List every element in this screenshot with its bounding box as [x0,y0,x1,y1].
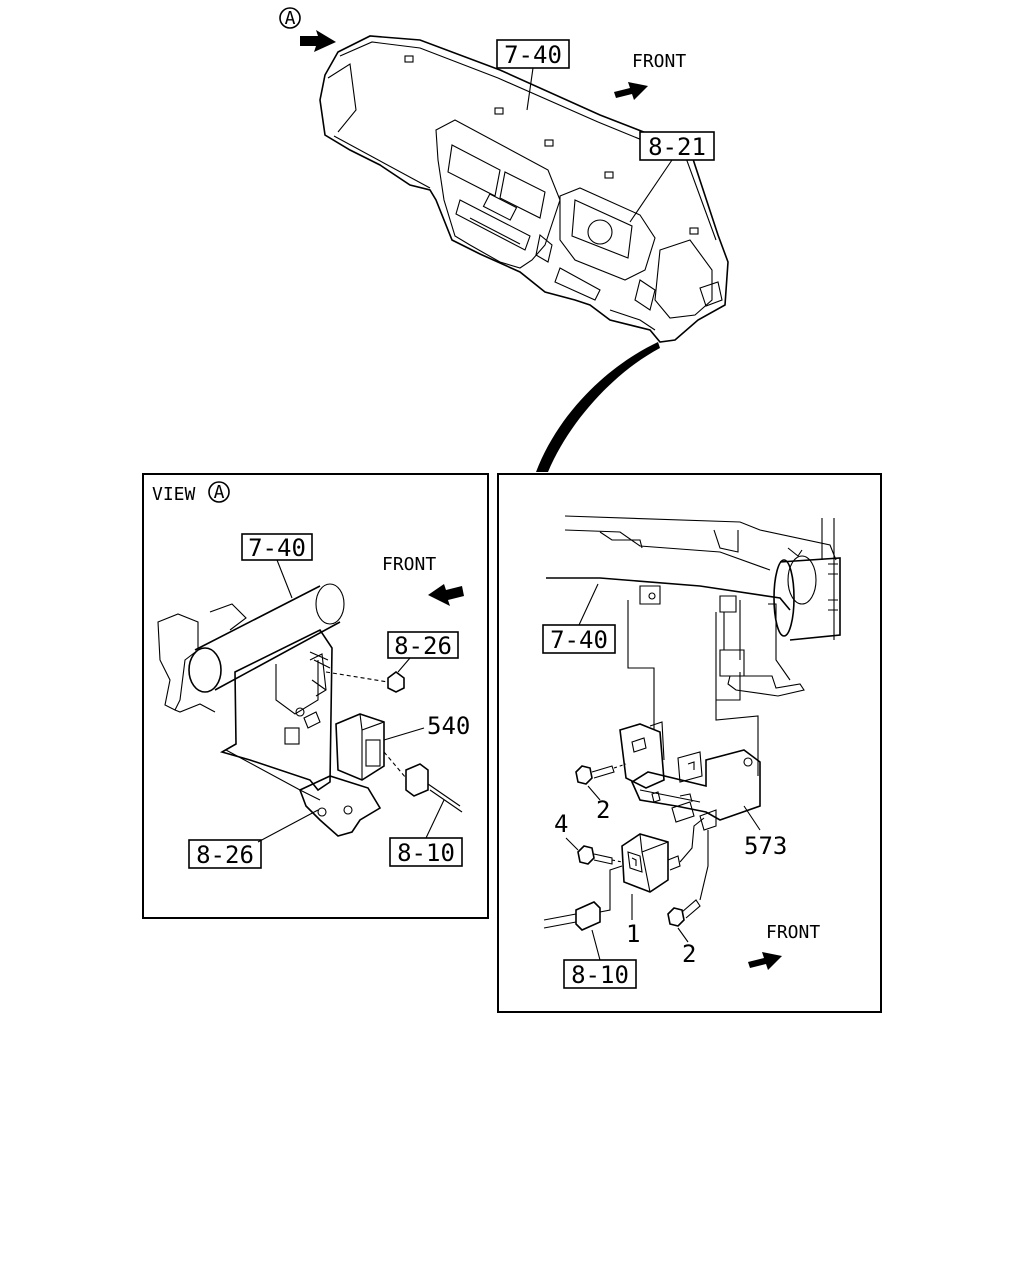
view-marker-top: A [279,7,301,29]
detail-pointer-arrow [536,342,660,472]
ref-label: 7-40 [504,41,562,69]
dashboard-overview: A 7-40 [279,7,729,343]
front-arrow-top [614,82,648,100]
view-title-marker: A [214,482,225,503]
part-number-4: 4 [554,810,568,838]
view-a-panel: VIEW A FRONT 7-40 [142,473,489,919]
ref-box-8-21: 8-21 [639,131,715,161]
ref-box-8-26-lower: 8-26 [188,839,262,869]
ref-label: 8-21 [648,133,706,161]
part-number-540: 540 [427,712,470,740]
ref-label: 8-26 [394,632,452,660]
view-marker-letter: A [285,8,296,29]
ref-label: 7-40 [248,534,306,562]
front-label-detail: FRONT [766,922,820,943]
ref-box-8-10-view-a: 8-10 [389,837,463,867]
ref-label: 8-10 [397,839,455,867]
ref-box-8-10-detail: 8-10 [563,959,637,989]
front-label-top: FRONT [632,51,686,72]
part-number-573: 573 [744,832,787,860]
ref-label: 8-26 [196,841,254,869]
view-direction-arrow [300,30,336,52]
front-arrow-view-a [428,584,464,606]
part-number-2-lower: 2 [682,940,696,968]
view-title: VIEW [152,484,196,505]
ref-box-7-40-view-a: 7-40 [241,533,313,562]
part-number-2-upper: 2 [596,796,610,824]
part-number-1: 1 [626,920,640,948]
ref-box-7-40-top: 7-40 [496,39,570,69]
front-label-view-a: FRONT [382,554,436,575]
front-arrow-detail [748,952,782,970]
ref-box-7-40-detail: 7-40 [542,624,616,654]
ref-label: 8-10 [571,961,629,989]
ref-label: 7-40 [550,626,608,654]
detail-panel: 2 4 1 2 573 8-10 [497,473,882,1013]
ref-box-8-26-upper: 8-26 [387,631,459,660]
